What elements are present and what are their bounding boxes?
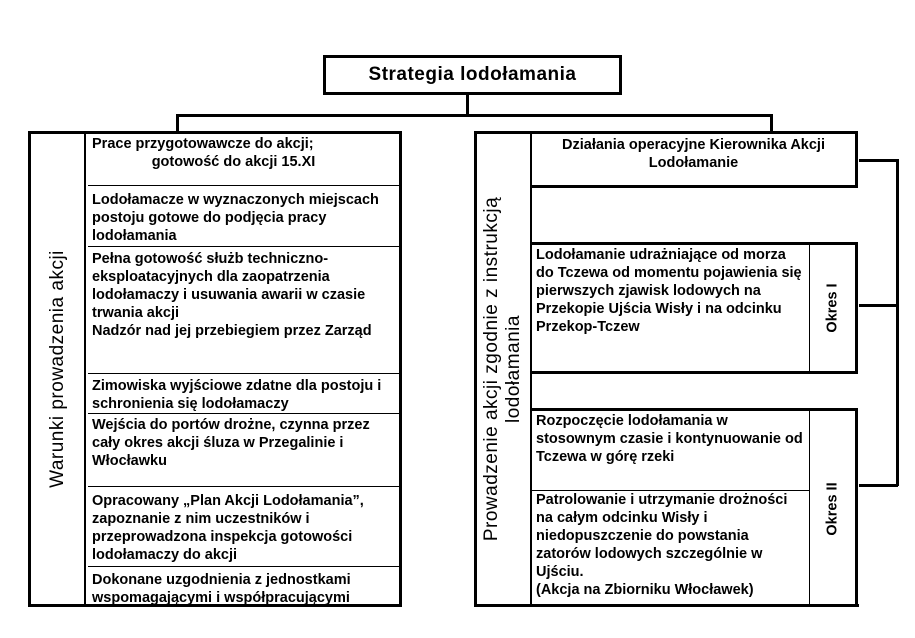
left-item-5-text: Wejścia do portów drożne, czynna przez c… — [92, 417, 370, 469]
title-text: Strategia lodołamania — [368, 64, 577, 85]
bracket-vertical — [896, 159, 899, 486]
period2-text-b2: (Akcja na Zbiorniku Włocławek) — [536, 582, 754, 598]
right-vertical-label-line2: lodołamania — [503, 315, 525, 423]
left-item-3-text2: Nadzór nad jej przebiegiem przez Zarząd — [92, 323, 372, 339]
right-vertical-label-area: Prowadzenie akcji zgodnie z instrukcją l… — [477, 131, 532, 604]
left-item-4: Zimowiska wyjściowe zdatne dla postoju i… — [88, 374, 399, 414]
right-panel: Prowadzenie akcji zgodnie z instrukcją l… — [474, 131, 859, 607]
left-item-3: Pełna gotowość służb techniczno-eksploat… — [88, 247, 399, 374]
left-item-2-text: Lodołamacze w wyznaczonych miejscach pos… — [92, 192, 379, 244]
period1-text: Lodołamanie udrażniające od morza do Tcz… — [536, 247, 802, 335]
left-item-1: Prace przygotowawcze do akcji; gotowość … — [88, 134, 399, 186]
period1-box: Lodołamanie udrażniające od morza do Tcz… — [532, 242, 858, 374]
period2-box: Rozpoczęcie lodołamania w stosownym czas… — [532, 408, 858, 607]
right-top-box-text: Działania operacyjne Kierownika Akcji Lo… — [562, 137, 825, 171]
left-item-7-text: Dokonane uzgodnienia z jednostkami wspom… — [92, 572, 351, 604]
left-item-3-text: Pełna gotowość służb techniczno-eksploat… — [92, 251, 366, 321]
connector-horizontal — [176, 114, 772, 117]
connector-right-down — [770, 114, 773, 133]
left-item-6-text: Opracowany „Plan Akcji Lodołamania”, zap… — [92, 493, 364, 563]
left-item-4-text: Zimowiska wyjściowe zdatne dla postoju i… — [92, 378, 382, 412]
bracket-top — [855, 159, 898, 162]
connector-left-down — [176, 114, 179, 133]
period2-text-b-cell: Patrolowanie i utrzymanie drożności na c… — [532, 491, 810, 607]
right-vertical-label-line1: Prowadzenie akcji zgodnie z instrukcją — [481, 196, 503, 542]
period1-text-cell: Lodołamanie udrażniające od morza do Tcz… — [532, 245, 810, 371]
left-vertical-label: Warunki prowadzenia akcji — [46, 250, 68, 488]
left-item-1-line1: Prace przygotowawcze do akcji; — [92, 136, 314, 152]
title-box: Strategia lodołamania — [323, 55, 622, 95]
right-top-box: Działania operacyjne Kierownika Akcji Lo… — [532, 131, 858, 188]
left-item-5: Wejścia do portów drożne, czynna przez c… — [88, 414, 399, 487]
bracket-mid — [855, 304, 898, 307]
bracket-bottom — [855, 484, 898, 487]
right-vertical-label: Prowadzenie akcji zgodnie z instrukcją l… — [482, 197, 526, 541]
left-item-6: Opracowany „Plan Akcji Lodołamania”, zap… — [88, 487, 399, 567]
left-panel: Warunki prowadzenia akcji Prace przygoto… — [28, 131, 402, 607]
period2-text-b: Patrolowanie i utrzymanie drożności na c… — [536, 492, 788, 580]
period1-label-area: Okres I — [810, 245, 855, 371]
period2-label: Okres II — [824, 482, 841, 536]
period2-text-a: Rozpoczęcie lodołamania w stosownym czas… — [536, 413, 803, 465]
left-vertical-label-area: Warunki prowadzenia akcji — [31, 134, 86, 604]
period2-label-area: Okres II — [810, 411, 855, 607]
left-item-2: Lodołamacze w wyznaczonych miejscach pos… — [88, 189, 399, 247]
connector-title-down — [466, 93, 469, 115]
left-item-1-line2: gotowość do akcji 15.XI — [151, 154, 316, 170]
left-item-7: Dokonane uzgodnienia z jednostkami wspom… — [88, 568, 399, 604]
period1-label: Okres I — [824, 283, 841, 333]
period2-text-a-cell: Rozpoczęcie lodołamania w stosownym czas… — [532, 411, 810, 491]
